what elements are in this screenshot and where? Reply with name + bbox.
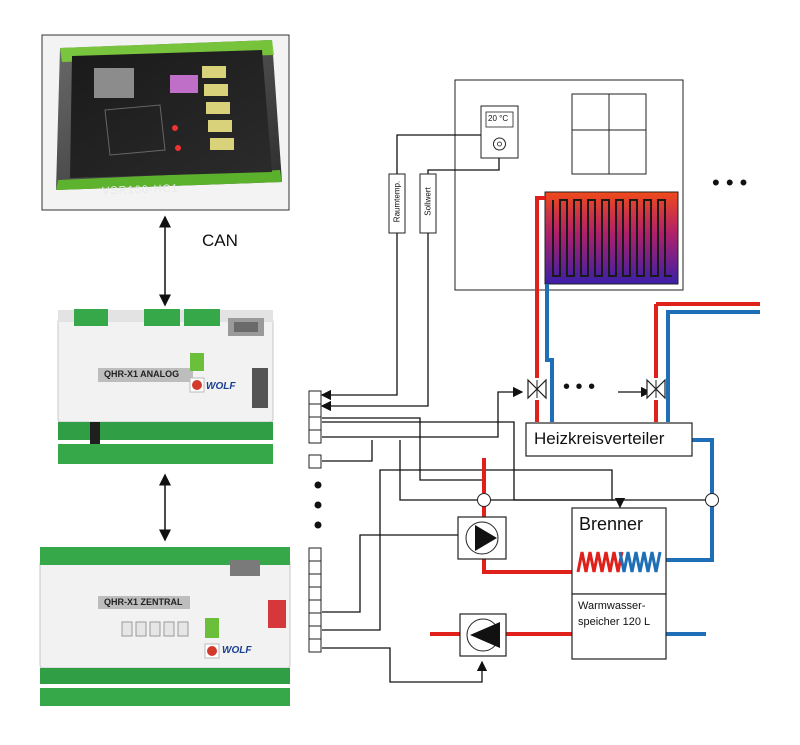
distributor-box — [525, 422, 693, 457]
hmi-device — [41, 34, 290, 211]
dhw-pump — [459, 613, 507, 657]
module-analog-name: QHR-X1 ANALOG — [104, 369, 180, 379]
thermostat-icon — [480, 105, 519, 159]
io-blocks — [308, 390, 322, 653]
radiator-icon — [544, 191, 679, 285]
module-zentral-name: QHR-X1 ZENTRAL — [104, 597, 183, 607]
room-box — [454, 79, 684, 291]
mixing-valve-right — [646, 378, 666, 400]
sensor-sollwert-label: Sollwert — [423, 187, 433, 216]
sensor-raumtemp-label: Raumtemp. — [392, 180, 402, 223]
mixing-valve-left — [527, 378, 547, 400]
heat-exchanger-coil — [576, 551, 662, 573]
ellipsis-valves: • • • — [563, 376, 596, 398]
signal-wiring — [320, 134, 706, 683]
can-bus-label: CAN — [202, 231, 238, 250]
return-temp-sensor — [705, 493, 719, 507]
sensor-raumtemp — [388, 173, 406, 234]
supply-temp-sensor — [477, 493, 491, 507]
thermostat-display: 20 °C — [488, 114, 509, 123]
burner-box — [571, 507, 667, 595]
circulation-pump — [457, 516, 507, 560]
window-icon — [571, 93, 647, 175]
module-analog-wolf: WOLF — [206, 381, 236, 392]
vertical-ellipsis — [314, 481, 322, 529]
boiler-label: Brenner — [579, 514, 644, 534]
storage-box — [571, 593, 667, 660]
ellipsis-top-right: • • • — [712, 170, 748, 195]
storage-label: Warmwasser- speicher 120 L — [578, 600, 651, 628]
distributor-label: Heizkreisverteiler — [534, 429, 665, 448]
module-analog — [57, 309, 274, 464]
module-zentral — [39, 547, 291, 706]
sensor-sollwert — [419, 173, 437, 234]
module-zentral-wolf: WOLF — [222, 645, 252, 656]
